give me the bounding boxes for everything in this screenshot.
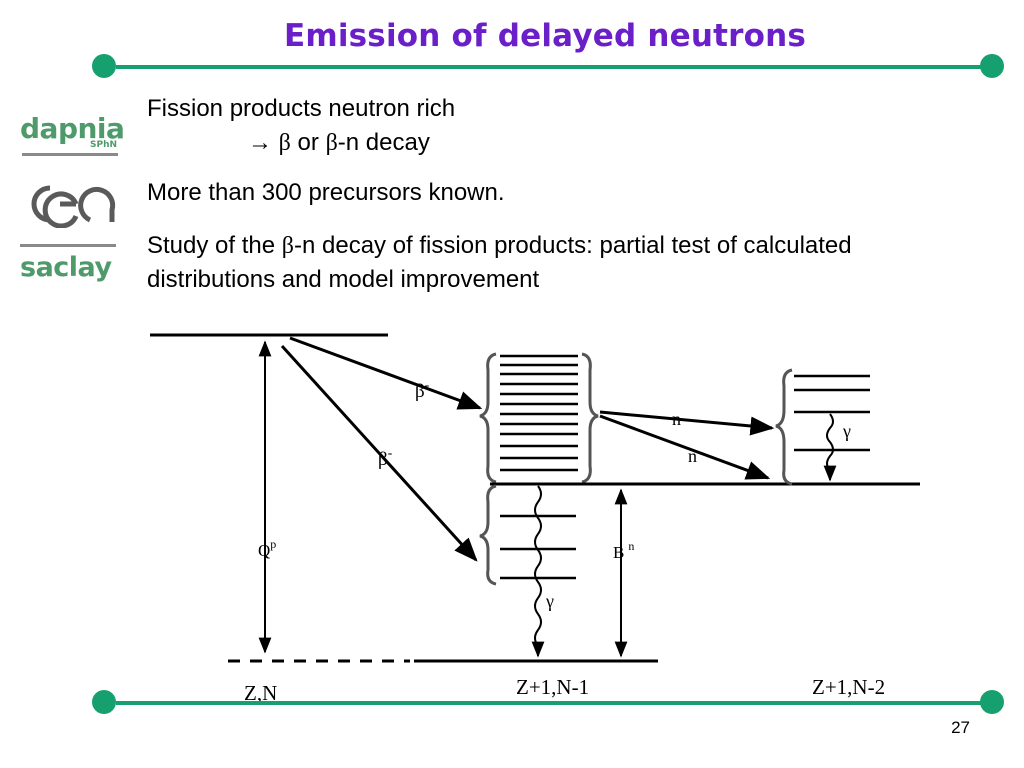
rule-top-right-dot [980, 54, 1004, 78]
brace-left-lower [479, 484, 497, 586]
text-line-3: More than 300 precursors known. [147, 179, 505, 206]
page-number: 27 [951, 718, 970, 737]
neutron-arrow-lower [599, 414, 771, 480]
gamma-cascade-wavy [531, 485, 545, 658]
dapnia-logo: dapnia SPhN [20, 112, 125, 164]
saclay-logo-overline [20, 244, 116, 247]
text-decay: -n decay [337, 129, 430, 156]
nucleus-label-z1-n1: Z+1,N-1 [516, 675, 589, 699]
levels-z1-n2 [794, 374, 870, 452]
text-decay-modes: → β or β-n decay [248, 126, 1024, 160]
beta-label-lower: β- [378, 446, 393, 470]
neutron-label-upper: n [672, 409, 681, 429]
arrow-symbol: → [248, 129, 279, 156]
cea-logo-mark [31, 185, 116, 229]
beta-symbol: β [278, 130, 291, 156]
brace-left-right-group [775, 368, 793, 486]
gamma-label-mid: γ [545, 591, 554, 611]
rule-top [116, 65, 984, 69]
beta-label-upper: β- [415, 378, 430, 402]
rule-bottom-right-dot [980, 690, 1004, 714]
gamma-label-right: γ [842, 421, 851, 441]
brace-left-upper [479, 352, 497, 484]
saclay-logo-text: saclay [20, 252, 112, 283]
dapnia-logo-subtext: SPhN [90, 140, 118, 150]
saclay-logo: saclay [20, 244, 120, 294]
dapnia-logo-underline [22, 153, 118, 156]
q-label: Qp [258, 537, 276, 560]
beta-arrow-lower [280, 344, 478, 562]
text-or: or [290, 129, 326, 156]
neutron-arrow-upper [599, 410, 775, 436]
text-line-4b: -n decay of fission products: partial te… [293, 232, 852, 259]
text-line-4a: Study of the [147, 232, 282, 259]
text-precursors: More than 300 precursors known. [147, 176, 1007, 210]
rule-bottom [116, 701, 984, 705]
dense-levels-above-bn [500, 354, 578, 472]
rule-bottom-left-dot [92, 690, 116, 714]
text-line-1: Fission products neutron rich [147, 95, 456, 122]
beta-symbol: β [281, 233, 294, 259]
text-fission-products: Fission products neutron rich [147, 92, 1007, 126]
text-study: Study of the β-n decay of fission produc… [147, 229, 1007, 297]
nucleus-label-z1-n2: Z+1,N-2 [812, 675, 885, 699]
dapnia-logo-text: dapnia [20, 112, 125, 145]
beta-symbol: β [325, 130, 338, 156]
neutron-label-lower: n [688, 446, 697, 466]
text-line-5: distributions and model improvement [147, 266, 540, 293]
levels-below-bn [500, 514, 576, 580]
slide-title: Emission of delayed neutrons [283, 18, 807, 54]
brace-right-upper [581, 352, 599, 484]
cea-logo [20, 180, 120, 229]
rule-top-left-dot [92, 54, 116, 78]
beta-arrow-upper [289, 336, 483, 410]
gamma-wavy-right [823, 413, 837, 482]
